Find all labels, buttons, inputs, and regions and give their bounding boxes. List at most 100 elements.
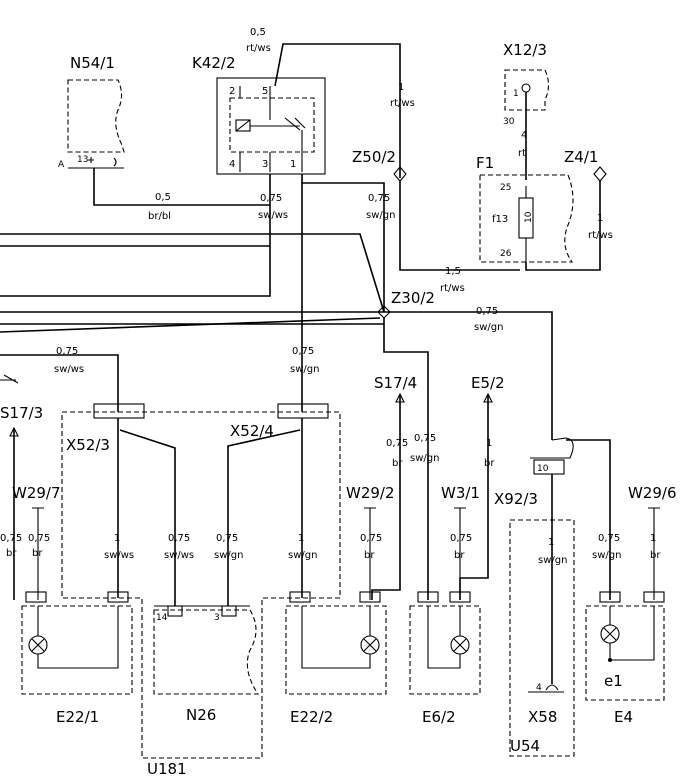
svg-text:e1: e1 [604, 672, 623, 690]
svg-text:sw/ws: sw/ws [258, 210, 288, 221]
w29-6-label: W29/6 [628, 484, 677, 502]
z4-1-label: Z4/1 [564, 148, 598, 166]
e6-2-lamp-unit: E6/2 [409, 591, 481, 726]
wire-n54-out [93, 168, 270, 206]
svg-text:30: 30 [503, 117, 515, 127]
svg-text:rt: rt [518, 148, 526, 159]
svg-text:0,5: 0,5 [250, 27, 266, 38]
svg-text:sw/gn: sw/gn [366, 210, 395, 221]
svg-text:0,75: 0,75 [450, 533, 472, 544]
e22-1-lamp-unit: E22/1 [21, 591, 133, 726]
wire-z30-e6 [383, 318, 429, 600]
svg-text:X52/3: X52/3 [66, 436, 110, 454]
z4-1-splice [593, 166, 607, 182]
x58-connector: 4 X58 [528, 683, 564, 726]
svg-text:1: 1 [298, 533, 304, 544]
svg-text:1: 1 [548, 537, 554, 548]
f1-fuse-box: F1 10 f13 25 26 [476, 154, 574, 263]
svg-text:sw/gn: sw/gn [474, 322, 503, 333]
u181-label: U181 [147, 760, 187, 778]
svg-text:br/bl: br/bl [148, 211, 171, 222]
svg-text:1: 1 [290, 159, 296, 170]
svg-text:0,75: 0,75 [386, 438, 408, 449]
x12-3-connector: X12/3 1 30 [503, 41, 550, 127]
svg-text:1,5: 1,5 [445, 266, 461, 277]
svg-text:0,75: 0,75 [28, 533, 50, 544]
e22-2-lamp-unit: E22/2 [285, 591, 387, 726]
svg-text:sw/gn: sw/gn [410, 453, 439, 464]
n54-1-label: N54/1 [70, 54, 115, 72]
svg-text:X58: X58 [528, 708, 557, 726]
wire-k42-1 [301, 174, 385, 312]
svg-text:br: br [364, 550, 375, 561]
svg-text:0,75: 0,75 [414, 433, 436, 444]
x92-3-connector: 10 X92/3 [494, 437, 574, 508]
z30-2-label: Z30/2 [391, 289, 435, 307]
svg-text:sw/gn: sw/gn [290, 364, 319, 375]
svg-text:X52/4: X52/4 [230, 422, 274, 440]
svg-text:f13: f13 [492, 214, 508, 225]
svg-text:sw/ws: sw/ws [164, 550, 194, 561]
svg-text:rt/ws: rt/ws [440, 283, 465, 294]
svg-text:1: 1 [114, 533, 120, 544]
svg-text:X92/3: X92/3 [494, 490, 538, 508]
svg-text:0,5: 0,5 [155, 192, 171, 203]
svg-text:10: 10 [537, 464, 549, 474]
svg-text:0,75: 0,75 [476, 306, 498, 317]
n26-module: 14 3 N26 [153, 605, 260, 724]
svg-text:26: 26 [500, 249, 512, 259]
k42-2-label: K42/2 [192, 54, 236, 72]
svg-text:br: br [484, 458, 495, 469]
n54-1-component: N54/1 A 13 [58, 54, 125, 170]
svg-text:E22/2: E22/2 [290, 708, 333, 726]
svg-text:0,75: 0,75 [168, 533, 190, 544]
svg-text:sw/gn: sw/gn [288, 550, 317, 561]
w3-1-label: W3/1 [441, 484, 480, 502]
wire-left-x52-3 [0, 354, 119, 412]
svg-text:sw/ws: sw/ws [104, 550, 134, 561]
svg-text:0,75: 0,75 [56, 346, 78, 357]
wire-k42-5 [274, 43, 401, 178]
svg-text:sw/gn: sw/gn [592, 550, 621, 561]
svg-text:5: 5 [262, 86, 268, 97]
svg-text:br: br [392, 458, 403, 469]
svg-text:br: br [32, 548, 43, 559]
svg-text:br: br [6, 548, 17, 559]
svg-text:4: 4 [536, 683, 542, 693]
svg-text:1: 1 [597, 213, 603, 224]
s17-4-label: S17/4 [374, 374, 417, 392]
e4-lamp-unit: e1 E4 [585, 591, 665, 726]
svg-text:0,75: 0,75 [292, 346, 314, 357]
wire-e4-a [566, 439, 611, 600]
x52-3-connector: X52/3 [66, 403, 145, 454]
x52-4-connector: X52/4 [230, 403, 329, 440]
svg-text:4: 4 [229, 159, 235, 170]
svg-text:1: 1 [486, 438, 492, 449]
svg-text:0,75: 0,75 [0, 533, 22, 544]
wire-z30-bus [0, 311, 553, 440]
pointer-icon [0, 374, 19, 384]
u181-dashed-box [61, 411, 341, 759]
svg-text:0,75: 0,75 [216, 533, 238, 544]
svg-text:E6/2: E6/2 [422, 708, 456, 726]
svg-text:sw/gn: sw/gn [538, 555, 567, 566]
svg-text:N26: N26 [186, 706, 216, 724]
svg-text:14: 14 [156, 613, 168, 623]
svg-text:0,75: 0,75 [368, 193, 390, 204]
w29-2-label: W29/2 [346, 484, 395, 502]
wire-s17-4 [371, 395, 401, 600]
svg-text:rt/ws: rt/ws [246, 43, 271, 54]
n54-pin-a: A [58, 160, 65, 170]
e5-2-label: E5/2 [471, 374, 505, 392]
svg-text:10: 10 [524, 211, 534, 223]
svg-text:3: 3 [214, 613, 220, 623]
svg-text:4: 4 [521, 130, 527, 141]
svg-text:0,75: 0,75 [260, 193, 282, 204]
svg-text:br: br [650, 550, 661, 561]
wire-f1-z4 [525, 181, 601, 271]
f1-label: F1 [476, 154, 494, 172]
x12-3-label: X12/3 [503, 41, 547, 59]
svg-text:rt/ws: rt/ws [390, 98, 415, 109]
svg-text:3: 3 [262, 159, 268, 170]
